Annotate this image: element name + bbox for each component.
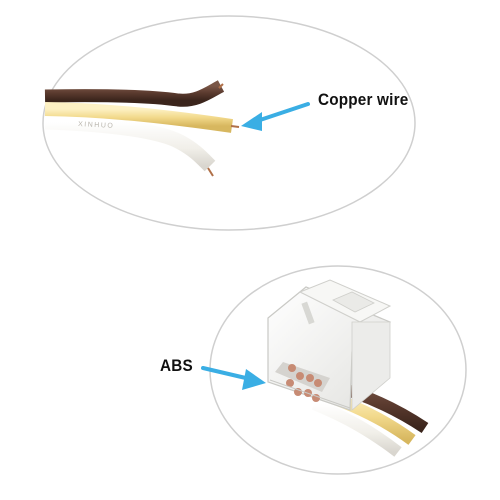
abs-label: ABS	[160, 356, 193, 375]
copper-wire-label: Copper wire	[318, 90, 409, 109]
arrow-icon	[241, 102, 310, 131]
yellow-wire	[44, 102, 234, 133]
top-detail-group: XINHUO	[42, 15, 416, 231]
arrow-icon	[201, 366, 266, 390]
bottom-detail-group	[201, 265, 467, 475]
brown-wire-copper-tip	[218, 83, 224, 89]
abs-connector	[267, 279, 392, 411]
white-wire	[44, 114, 216, 172]
top-ellipse-frame	[42, 15, 416, 231]
brown-wire	[44, 80, 225, 107]
sheath-print-text: XINHUO	[78, 121, 115, 130]
white-wire	[311, 398, 402, 457]
yellow-wire-copper-tip	[230, 125, 240, 128]
white-wire-copper-tip	[207, 167, 214, 177]
